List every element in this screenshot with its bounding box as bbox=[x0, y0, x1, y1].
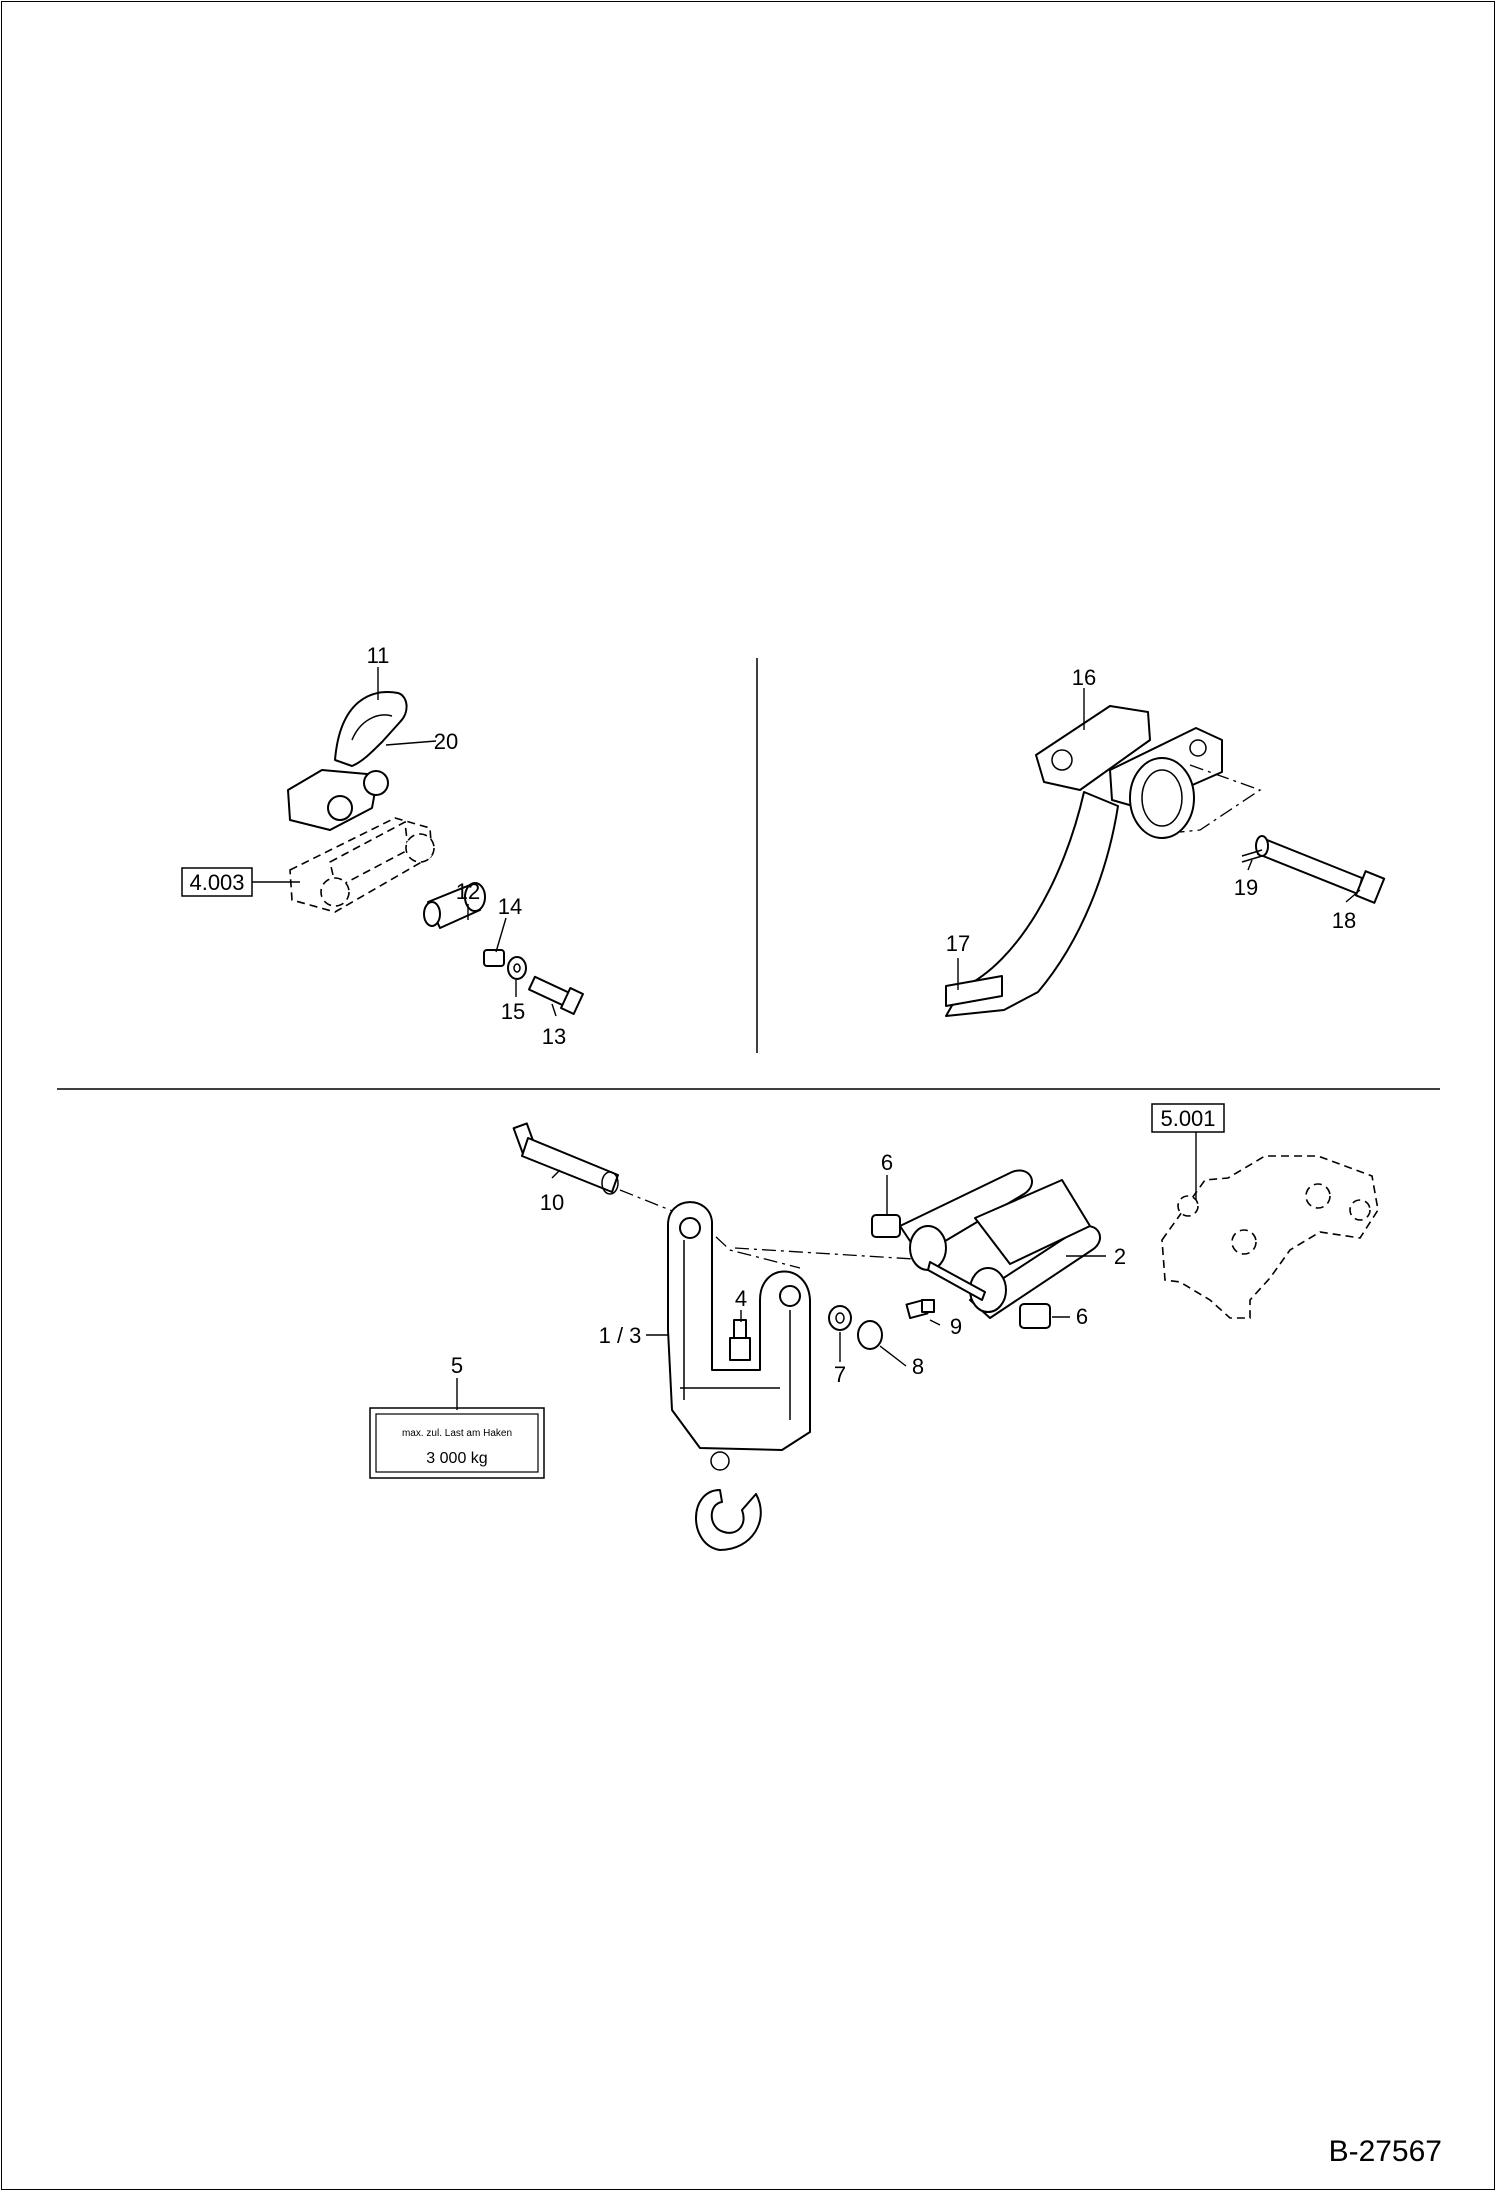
callout-6-top: 6 bbox=[881, 1150, 893, 1175]
callout-15: 15 bbox=[501, 999, 525, 1024]
bushing-14 bbox=[483, 949, 505, 967]
hook-frame bbox=[667, 1201, 811, 1451]
callout-9: 9 bbox=[950, 1314, 962, 1339]
leader-lines bbox=[240, 667, 1361, 1410]
callout-12: 12 bbox=[456, 879, 480, 904]
callout-4003: 4.003 bbox=[189, 870, 244, 895]
callout-4: 4 bbox=[735, 1286, 747, 1311]
callout-20: 20 bbox=[434, 729, 458, 754]
callout-4003-box bbox=[181, 867, 253, 897]
callout-1-3: 1 / 3 bbox=[599, 1323, 642, 1348]
bolt-13 bbox=[528, 975, 584, 1015]
callout-14: 14 bbox=[498, 894, 522, 919]
callout-5001: 5.001 bbox=[1160, 1106, 1215, 1131]
quick-coupler-5001 bbox=[1161, 1155, 1379, 1319]
load-plate-5: max. zul. Last am Haken 3 000 kg bbox=[369, 1407, 545, 1479]
ripper-bracket-16 bbox=[1035, 705, 1223, 839]
pin-18 bbox=[1255, 835, 1386, 904]
callout-13: 13 bbox=[542, 1024, 566, 1049]
pin-10 bbox=[512, 1122, 619, 1195]
ripper-tip-17 bbox=[945, 975, 1003, 1007]
callout-2: 2 bbox=[1114, 1244, 1126, 1269]
callout-5001-box bbox=[1151, 1103, 1225, 1133]
hook-part-11 bbox=[287, 691, 408, 831]
bushing-6-top bbox=[871, 1214, 901, 1238]
callout-5: 5 bbox=[451, 1353, 463, 1378]
load-plate-text-line1: max. zul. Last am Haken bbox=[402, 1428, 512, 1439]
grease-nipple-4 bbox=[729, 1319, 751, 1361]
track-link-4003 bbox=[289, 817, 435, 913]
circlip-8 bbox=[857, 1320, 883, 1350]
callout-19: 19 bbox=[1234, 875, 1258, 900]
bushing-6-bottom bbox=[1019, 1303, 1051, 1329]
washer-15 bbox=[507, 956, 527, 980]
callout-18: 18 bbox=[1332, 908, 1356, 933]
callout-10: 10 bbox=[540, 1190, 564, 1215]
lock-pin-19 bbox=[1241, 849, 1263, 863]
ripper-shank bbox=[945, 791, 1119, 1017]
callout-17: 17 bbox=[946, 931, 970, 956]
load-plate-text-line2: 3 000 kg bbox=[426, 1450, 487, 1467]
ripper-pin-axis bbox=[1179, 764, 1262, 833]
callout-6-bottom: 6 bbox=[1076, 1304, 1088, 1329]
callout-11: 11 bbox=[367, 643, 390, 668]
pin-12 bbox=[423, 882, 486, 929]
drawing-number: B-27567 bbox=[1328, 2135, 1442, 2168]
linkage-2 bbox=[899, 1169, 1101, 1319]
callout-8: 8 bbox=[912, 1354, 924, 1379]
washer-7 bbox=[828, 1305, 852, 1331]
load-hook bbox=[695, 1451, 762, 1551]
pin-axis-line bbox=[619, 1189, 931, 1269]
callout-7: 7 bbox=[834, 1362, 846, 1387]
grease-nipple-9 bbox=[905, 1298, 935, 1320]
callout-16: 16 bbox=[1072, 665, 1096, 690]
